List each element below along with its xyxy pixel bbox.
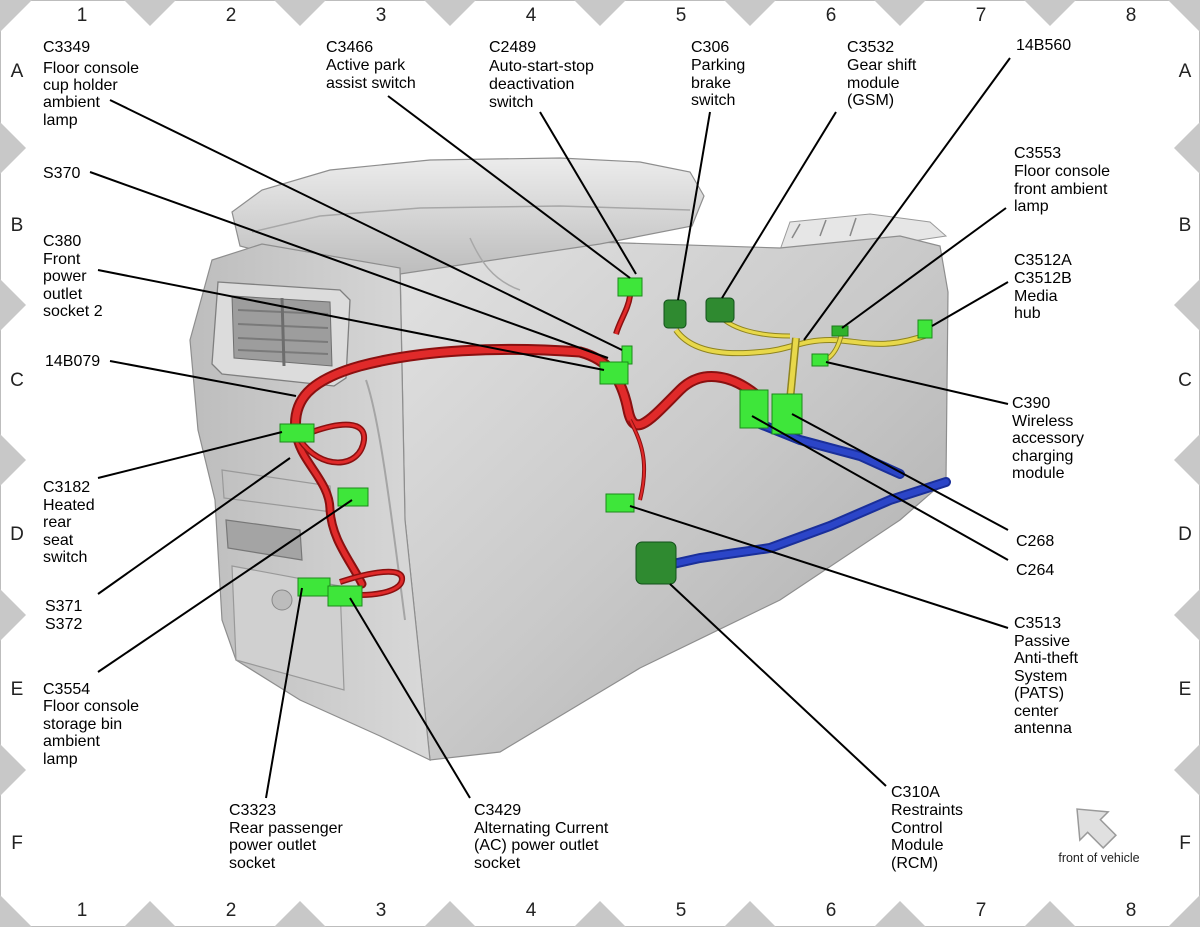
label-c3513: C3513 Passive Anti-theft System (PATS) c… bbox=[1014, 615, 1082, 737]
label-14b079: 14B079 bbox=[45, 353, 100, 370]
row-label-left-e: E bbox=[11, 679, 24, 700]
column-label-top-7: 7 bbox=[976, 5, 987, 26]
column-label-bottom-6: 6 bbox=[826, 900, 837, 921]
connector-c3553 bbox=[831, 325, 849, 337]
row-label-left-a: A bbox=[11, 61, 24, 82]
connector-c310a bbox=[635, 541, 677, 585]
column-label-top-3: 3 bbox=[376, 5, 387, 26]
label-s370: S370 bbox=[43, 165, 80, 182]
column-label-bottom-3: 3 bbox=[376, 900, 387, 921]
row-label-right-e: E bbox=[1179, 679, 1192, 700]
connector-c380 bbox=[599, 361, 629, 385]
connector-c390 bbox=[811, 353, 829, 367]
arrow-up-right-icon bbox=[1076, 808, 1117, 849]
label-c2489: C2489 Auto-start-stop deactivation switc… bbox=[489, 39, 598, 111]
leader-lines bbox=[89, 57, 1011, 799]
label-c264: C264 bbox=[1016, 562, 1054, 579]
row-label-left-f: F bbox=[11, 833, 23, 854]
row-label-left-c: C bbox=[10, 370, 24, 391]
connector-c3429 bbox=[327, 585, 363, 607]
label-c3466: C3466 Active park assist switch bbox=[326, 39, 416, 92]
column-label-top-1: 1 bbox=[77, 5, 88, 26]
connector-c268 bbox=[771, 393, 803, 435]
row-label-left-d: D bbox=[10, 524, 24, 545]
row-label-right-b: B bbox=[1179, 215, 1192, 236]
label-c3349: C3349 Floor console cup holder ambient l… bbox=[43, 39, 144, 129]
connector-c306 bbox=[663, 299, 687, 329]
column-label-bottom-5: 5 bbox=[676, 900, 687, 921]
column-label-bottom-4: 4 bbox=[526, 900, 537, 921]
row-label-right-a: A bbox=[1179, 61, 1192, 82]
callout-labels: C3349 Floor console cup holder ambient l… bbox=[43, 37, 1115, 872]
connector-c3349 bbox=[621, 345, 633, 365]
connector-c3182 bbox=[279, 423, 315, 443]
column-label-bottom-2: 2 bbox=[226, 900, 237, 921]
label-c310a: C310A Restraints Control Module (RCM) bbox=[891, 784, 967, 872]
harness-red bbox=[289, 295, 766, 598]
label-s371-s372: S371 S372 bbox=[45, 598, 87, 633]
label-c3512: C3512A C3512B Media hub bbox=[1014, 252, 1076, 322]
label-c390: C390 Wireless accessory charging module bbox=[1012, 395, 1088, 482]
label-c3323: C3323 Rear passenger power outlet socket bbox=[229, 802, 347, 872]
column-label-top-5: 5 bbox=[676, 5, 687, 26]
row-label-right-c: C bbox=[1178, 370, 1192, 391]
connectors bbox=[279, 277, 933, 607]
row-label-right-d: D bbox=[1178, 524, 1192, 545]
label-c3429: C3429 Alternating Current (AC) power out… bbox=[474, 802, 613, 872]
column-label-bottom-1: 1 bbox=[77, 900, 88, 921]
column-label-top-4: 4 bbox=[526, 5, 537, 26]
column-label-bottom-8: 8 bbox=[1126, 900, 1137, 921]
row-label-left-b: B bbox=[11, 215, 24, 236]
connector-c3513 bbox=[605, 493, 635, 513]
floor-console-illustration bbox=[189, 157, 949, 762]
label-c3553: C3553 Floor console front ambient lamp bbox=[1014, 145, 1115, 215]
column-label-top-2: 2 bbox=[226, 5, 237, 26]
front-of-vehicle-indicator: front of vehicle bbox=[1058, 808, 1140, 865]
label-c306: C306 Parking brake switch bbox=[691, 39, 750, 109]
connector-c3512 bbox=[917, 319, 933, 339]
grid-labels: 1 2 3 4 5 6 7 8 1 2 3 4 5 6 7 8 A B C D … bbox=[10, 5, 1192, 921]
column-label-bottom-7: 7 bbox=[976, 900, 987, 921]
row-label-right-f: F bbox=[1179, 833, 1191, 854]
harness-yellow bbox=[673, 310, 932, 401]
column-label-top-6: 6 bbox=[826, 5, 837, 26]
connector-c3323 bbox=[297, 577, 331, 597]
label-c380: C380 Front power outlet socket 2 bbox=[43, 233, 103, 320]
label-c268: C268 bbox=[1016, 533, 1054, 550]
front-of-vehicle-text: front of vehicle bbox=[1058, 851, 1139, 865]
connector-c2489 bbox=[617, 277, 643, 297]
column-label-top-8: 8 bbox=[1126, 5, 1137, 26]
connector-c3532 bbox=[705, 297, 735, 323]
connector-c3554 bbox=[337, 487, 369, 507]
label-c3532: C3532 Gear shift module (GSM) bbox=[847, 39, 921, 109]
label-c3554: C3554 Floor console storage bin ambient … bbox=[43, 681, 144, 768]
label-c3182: C3182 Heated rear seat switch bbox=[43, 479, 99, 566]
label-14b560: 14B560 bbox=[1016, 37, 1071, 54]
